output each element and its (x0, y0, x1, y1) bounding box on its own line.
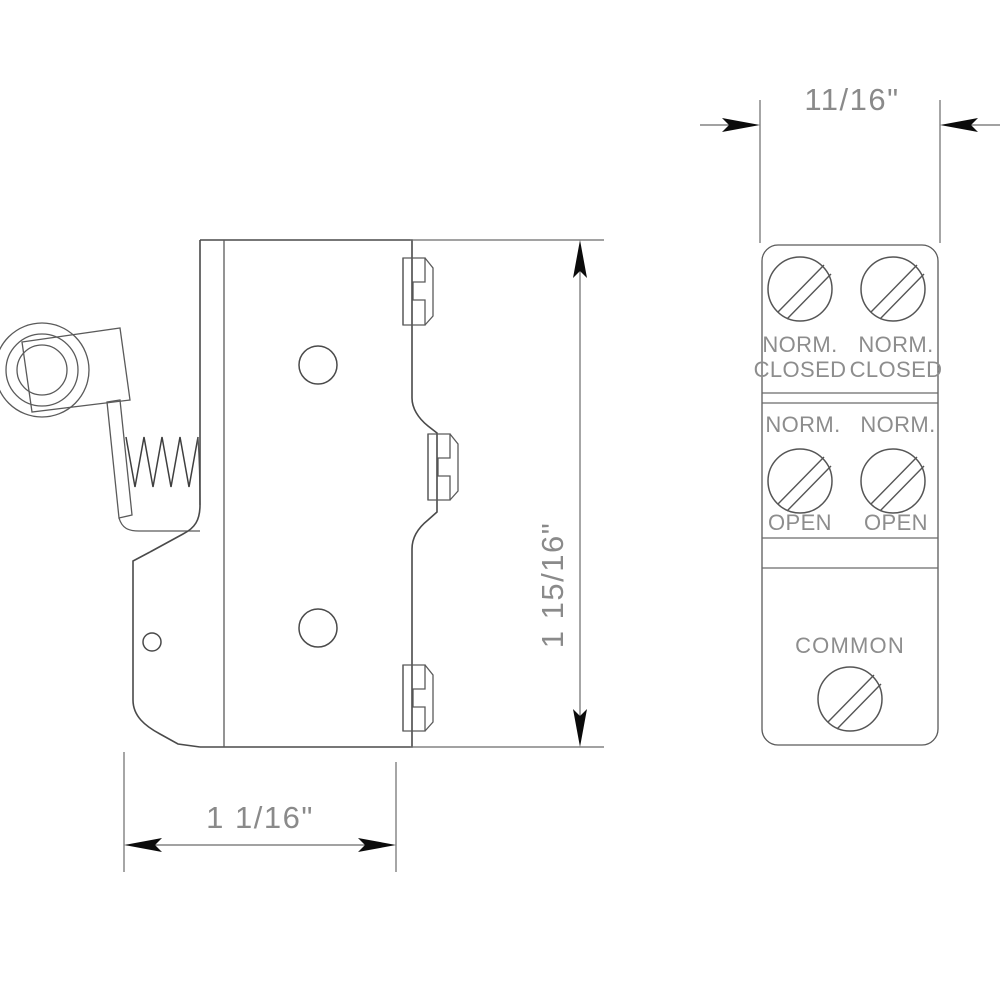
roller-inner-circle (16, 344, 68, 396)
screw-slot-line-a (870, 264, 918, 313)
screw-head-circle (767, 448, 833, 514)
roller-assembly (0, 322, 90, 418)
body-left-lower-profile (132, 551, 201, 748)
actuator-lever-bracket (21, 327, 131, 413)
label-norm-closed-left-line1: NORM. (762, 332, 837, 357)
width-top-dimension-text: 11/16" (804, 82, 899, 117)
screw-slot-line-b (786, 273, 832, 320)
label-norm-closed-right-line1: NORM. (858, 332, 933, 357)
screw-common (817, 666, 883, 732)
screw-norm-closed-left (767, 256, 833, 322)
screw-slot-line-a (870, 456, 918, 505)
terminal-screw-bottom-profile (402, 664, 434, 732)
terminal-top-head (402, 257, 426, 326)
screw-slot-line-a (777, 264, 825, 313)
body-outer-profile (200, 239, 438, 748)
screw-head-circle (817, 666, 883, 732)
width-bottom-arrow-right (358, 838, 396, 852)
body-left-upper-profile (149, 240, 201, 553)
terminal-middle-head (427, 433, 451, 501)
terminal-bottom-head (402, 664, 426, 732)
roller-outer-circle (0, 322, 90, 418)
label-norm-open-right-line1: NORM. (860, 412, 935, 437)
screw-slot-line-b (879, 465, 925, 512)
roller-middle-circle (5, 333, 79, 407)
label-norm-closed-right-line2: CLOSED (850, 357, 943, 382)
height-arrow-bottom (573, 709, 587, 747)
screw-slot-line-a (777, 456, 825, 505)
label-norm-open-right-line2: OPEN (864, 510, 928, 535)
screw-norm-closed-right (860, 256, 926, 322)
height-dimension-text: 1 15/16" (535, 522, 570, 648)
dimension-width-top: 11/16" (700, 82, 1000, 243)
screw-slot-line-b (836, 683, 882, 730)
screw-slot-line-b (786, 465, 832, 512)
label-norm-open-left-line1: NORM. (765, 412, 840, 437)
terminal-top-bevel (424, 257, 434, 326)
mounting-hole-lower (298, 608, 338, 648)
terminal-screw-middle-profile (427, 433, 459, 501)
terminal-bottom-bevel (424, 664, 434, 732)
dimension-height: 1 15/16" (410, 239, 604, 748)
pilot-hole (142, 632, 162, 652)
terminal-middle-bevel (449, 433, 459, 501)
lever-arm-base-curve (118, 517, 200, 532)
screw-head-circle (860, 448, 926, 514)
return-spring (125, 436, 199, 488)
label-norm-closed-left-line2: CLOSED (754, 357, 847, 382)
mounting-hole-upper (298, 345, 338, 385)
label-norm-open-left-line2: OPEN (768, 510, 832, 535)
screw-norm-open-left (767, 448, 833, 514)
width-bottom-arrow-left (124, 838, 162, 852)
height-arrow-top (573, 240, 587, 278)
side-view-group (0, 239, 459, 748)
screw-norm-open-right (860, 448, 926, 514)
screw-head-circle (767, 256, 833, 322)
dimension-width-bottom: 1 1/16" (123, 752, 397, 872)
terminal-screw-top-profile (402, 257, 434, 326)
label-common: COMMON (795, 633, 905, 658)
width-top-arrow-left (722, 118, 760, 132)
actuator-lever-arm (106, 399, 133, 519)
terminal-panel-group: NORM. CLOSED NORM. CLOSED NORM. NORM. OP… (754, 244, 943, 746)
screw-slot-line-a (827, 674, 875, 723)
width-bottom-dimension-text: 1 1/16" (206, 800, 314, 835)
width-top-arrow-right (940, 118, 978, 132)
screw-head-circle (860, 256, 926, 322)
screw-slot-line-b (879, 273, 925, 320)
terminal-panel-outline (761, 244, 939, 746)
